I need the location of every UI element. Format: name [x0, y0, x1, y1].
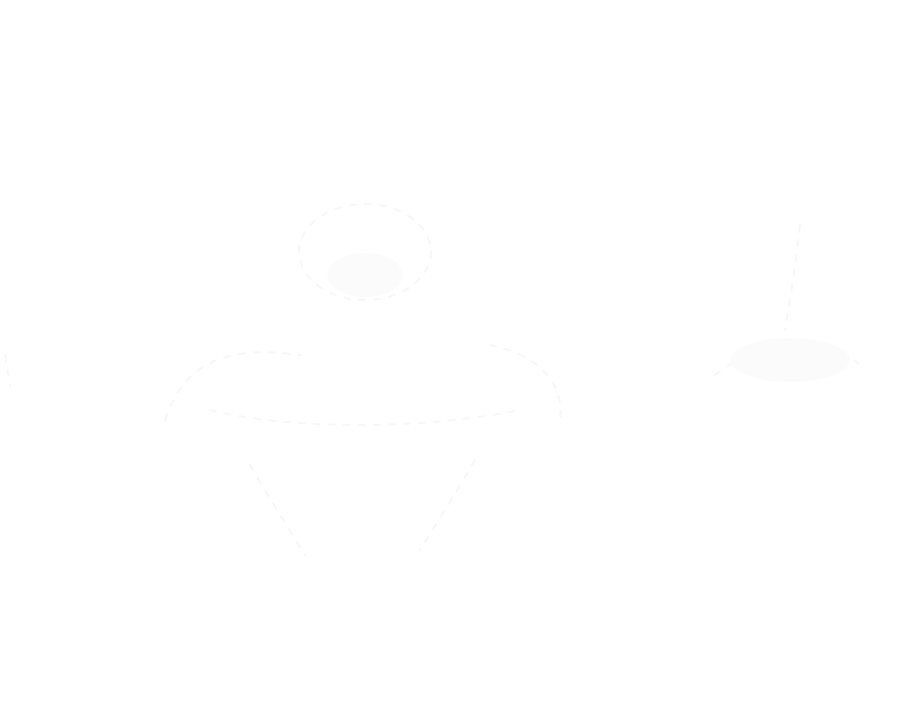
faint-right-arm	[489, 344, 562, 421]
faint-right-figure-stem	[784, 224, 801, 331]
faint-head-outline	[298, 203, 432, 301]
faint-left-mark	[4, 354, 11, 386]
faint-left-arm	[164, 351, 301, 421]
faint-left-leg	[249, 464, 306, 556]
faint-body-line	[209, 409, 521, 426]
faint-right-figure-fill	[730, 338, 850, 382]
faint-head-fill	[327, 253, 403, 297]
faint-right-leg	[419, 459, 476, 551]
